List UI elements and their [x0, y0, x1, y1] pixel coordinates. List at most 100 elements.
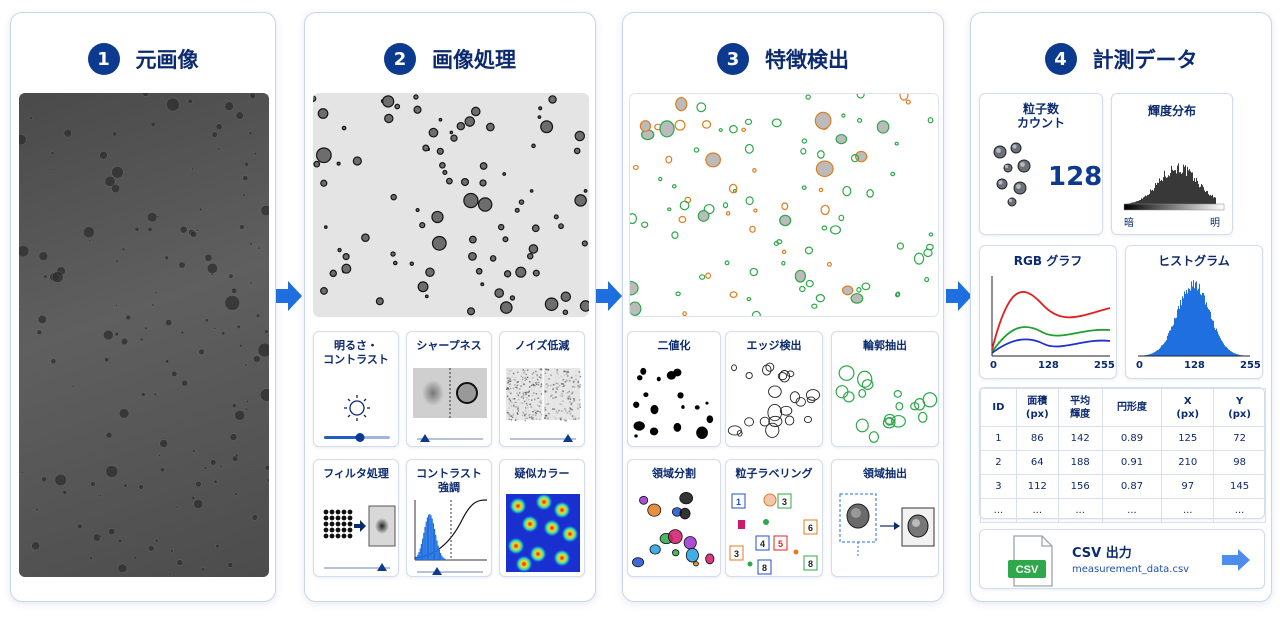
step-title-text: 元画像: [135, 48, 199, 72]
lum-dark-label: 暗: [1124, 218, 1134, 229]
csv-filename: measurement_data.csv: [1072, 564, 1190, 575]
edge-detection-card[interactable]: エッジ検出: [725, 331, 823, 447]
feature-detection-image[interactable]: [629, 93, 939, 317]
contrast-enhance-card[interactable]: コントラスト強調: [406, 459, 492, 577]
label-number: 8: [808, 559, 813, 569]
card-label: シャープネス: [416, 339, 482, 352]
card-label: コントラスト: [416, 467, 482, 480]
card-label: エッジ検出: [746, 339, 802, 352]
card-label: 粒子ラベリング: [735, 467, 813, 480]
label-number: 5: [778, 539, 783, 549]
table-header: ID: [980, 388, 1017, 427]
rgb-graph-card[interactable]: RGB グラフ 0 128 255: [979, 245, 1117, 379]
table-row[interactable]: ..................: [980, 498, 1266, 523]
card-label: ノイズ低減: [514, 339, 570, 352]
step-2-panel: 2 画像処理 明るさ・コントラスト シャープネス: [304, 12, 596, 602]
table-header: 平均輝度: [1057, 388, 1103, 427]
card-label: 疑似カラー: [514, 467, 570, 480]
card-label: カウント: [1016, 116, 1065, 130]
processed-image[interactable]: [313, 93, 589, 317]
axis-tick: 255: [1240, 360, 1261, 371]
step-number-badge: 1: [87, 43, 120, 75]
particle-count-card[interactable]: 粒子数カウント 128: [979, 93, 1103, 235]
axis-tick: 0: [990, 360, 997, 371]
label-number: 4: [760, 539, 765, 549]
flow-arrow-icon: [596, 281, 622, 311]
luminance-distribution-card[interactable]: 輝度分布 暗 明: [1111, 93, 1233, 235]
triangle-marker-icon: [432, 567, 442, 575]
step-3-panel: 3 特徴検出 二値化 エッジ検出 輪郭抽出 領域分割 粒子ラベリング 1 3 6…: [622, 12, 944, 602]
segmentation-card[interactable]: 領域分割: [627, 459, 721, 577]
original-image[interactable]: [19, 93, 269, 577]
step-number-badge: 3: [717, 43, 749, 75]
noise-reduction-card[interactable]: ノイズ低減: [499, 331, 585, 447]
filter-card[interactable]: フィルタ処理: [313, 459, 399, 577]
triangle-marker-icon: [377, 563, 387, 571]
label-number: 3: [734, 549, 739, 559]
table-header: Y(px): [1213, 388, 1266, 427]
contour-card[interactable]: 輪郭抽出: [831, 331, 939, 447]
card-label: 領域分割: [652, 467, 696, 480]
flow-arrow-icon: [276, 281, 302, 311]
card-label: フィルタ処理: [323, 467, 389, 480]
step-number-badge: 4: [1044, 43, 1077, 75]
table-header-row: ID 面積(px) 平均輝度 円形度 X(px) Y(px): [980, 388, 1266, 427]
csv-title: CSV 出力: [1072, 546, 1132, 561]
step-title-text: 計測データ: [1092, 48, 1198, 72]
particle-count-value: 128: [1048, 162, 1103, 192]
step-4-title: 4 計測データ: [971, 43, 1271, 75]
arrow-icon: [894, 522, 900, 530]
axis-tick: 128: [1184, 360, 1205, 371]
card-label: コントラスト: [323, 353, 389, 366]
label-number: 6: [808, 523, 813, 533]
step-title-text: 画像処理: [432, 48, 516, 72]
sharpness-card[interactable]: シャープネス: [406, 331, 492, 447]
card-label: 粒子数: [1022, 102, 1059, 116]
region-extract-card[interactable]: 領域抽出: [831, 459, 939, 577]
arrow-icon: [354, 520, 366, 532]
card-label: 二値化: [657, 339, 691, 352]
step-1-title: 1 元画像: [11, 43, 275, 75]
step-title-text: 特徴検出: [765, 48, 849, 72]
export-arrow-icon: [1222, 549, 1250, 571]
slider-icon: [324, 433, 390, 442]
table-header: 面積(px): [1015, 388, 1059, 427]
label-number: 1: [736, 497, 741, 507]
lum-light-label: 明: [1210, 218, 1220, 229]
pseudo-color-card[interactable]: 疑似カラー: [499, 459, 585, 577]
csv-file-icon: CSV: [1008, 535, 1053, 587]
axis-tick: 128: [1038, 360, 1059, 371]
binarize-card[interactable]: 二値化: [627, 331, 721, 447]
csv-export-card[interactable]: CSV CSV 出力 measurement_data.csv: [979, 529, 1265, 589]
axis-tick: 0: [1136, 360, 1143, 371]
svg-text:CSV: CSV: [1016, 564, 1039, 576]
card-label: 領域抽出: [863, 467, 907, 480]
step-4-panel: 4 計測データ 粒子数カウント 128 輝度分布 暗 明 RGB グラフ 0 1…: [970, 12, 1272, 602]
triangle-marker-icon: [563, 434, 573, 442]
histogram-card[interactable]: ヒストグラム 0 128 255: [1125, 245, 1263, 379]
card-label: ヒストグラム: [1158, 254, 1230, 268]
table-header: X(px): [1161, 388, 1215, 427]
card-label: 輪郭抽出: [863, 339, 907, 352]
card-label: 輝度分布: [1147, 104, 1196, 118]
card-label: 明るさ・: [334, 339, 378, 352]
flow-arrow-icon: [946, 281, 972, 311]
sun-icon: [344, 395, 370, 421]
label-number: 8: [762, 563, 767, 573]
step-number-badge: 2: [384, 43, 416, 75]
step-2-title: 2 画像処理: [305, 43, 595, 75]
table-header: 円形度: [1101, 388, 1163, 427]
label-number: 3: [782, 497, 787, 507]
card-label: 強調: [438, 481, 460, 494]
step-3-title: 3 特徴検出: [623, 43, 943, 75]
triangle-marker-icon: [420, 434, 430, 442]
labeling-card[interactable]: 粒子ラベリング 1 3 6 4 5 3 8 8: [725, 459, 823, 577]
step-1-panel: 1 元画像: [10, 12, 276, 602]
brightness-contrast-card[interactable]: 明るさ・コントラスト: [313, 331, 399, 447]
axis-tick: 255: [1094, 360, 1115, 371]
